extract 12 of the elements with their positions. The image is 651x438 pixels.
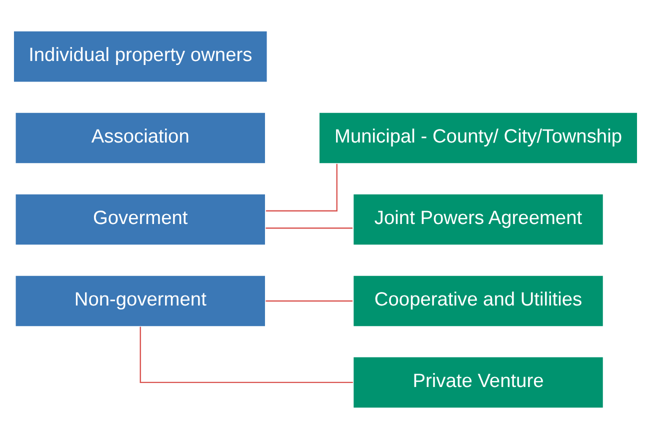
connector — [266, 227, 353, 228]
node-box: Goverment — [14, 192, 266, 246]
node-box: Cooperative and Utilities — [352, 274, 604, 327]
connector — [266, 300, 353, 302]
connector — [140, 326, 353, 383]
node-box: Private Venture — [352, 356, 604, 408]
connector — [266, 163, 338, 211]
node-box: Association — [14, 111, 266, 164]
node-box: Individual property owners — [12, 30, 268, 82]
node-box: Municipal - County/ City/Township — [318, 111, 638, 164]
node-box: Joint Powers Agreement — [352, 192, 604, 246]
node-box: Non-goverment — [14, 274, 266, 327]
